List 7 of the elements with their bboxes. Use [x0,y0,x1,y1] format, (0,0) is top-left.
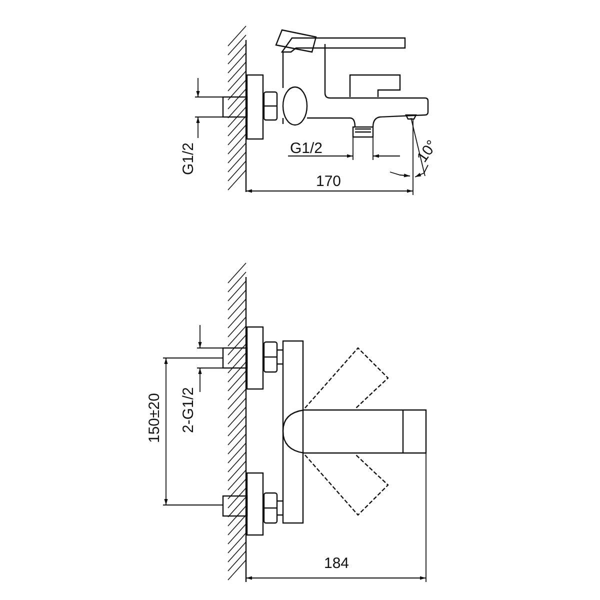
dimension-label: 150±20 [147,393,162,443]
angle-label: 10° [414,138,440,165]
dimension-label: G1/2 [290,141,323,156]
dimension-label: 184 [324,556,350,571]
dimension-label: 2-G1/2 [181,387,196,433]
dimension-label: 170 [316,174,342,189]
dimension-label: G1/2 [181,142,196,175]
